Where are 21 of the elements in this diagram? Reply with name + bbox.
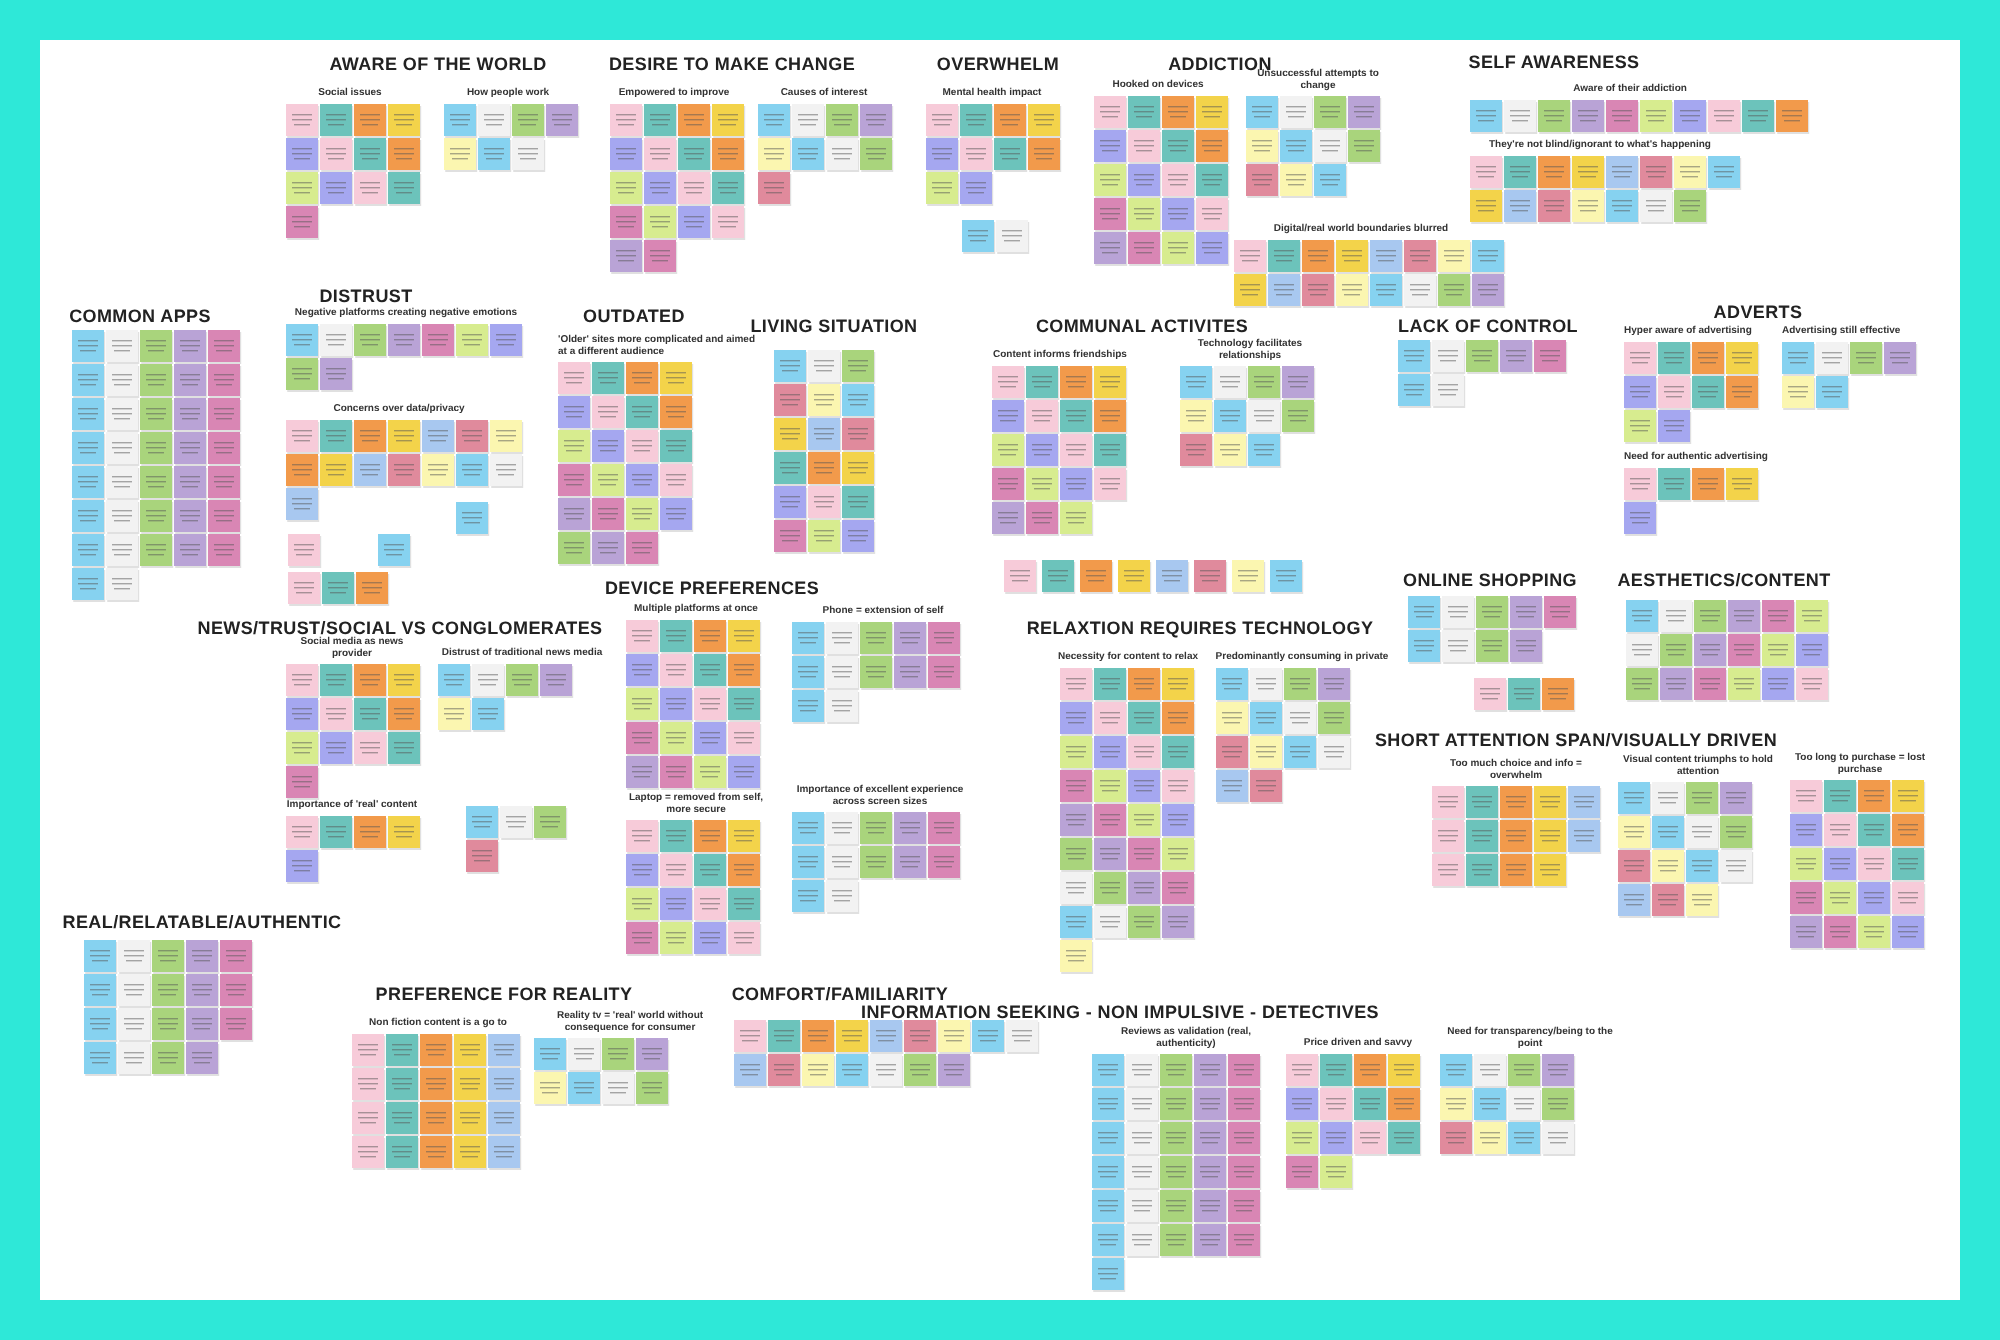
cluster-heading: ADVERTS (1713, 302, 1803, 322)
cluster-heading: COMMON APPS (69, 306, 211, 326)
cluster-heading: AESTHETICS/CONTENT (1617, 570, 1831, 590)
cluster-heading: AWARE OF THE WORLD (329, 54, 547, 74)
cluster-heading: DESIRE TO MAKE CHANGE (608, 54, 856, 74)
cluster-heading: COMMUNAL ACTIVITES (1035, 316, 1249, 336)
cluster-heading: SELF AWARENESS (1468, 52, 1640, 72)
cluster-heading: DISTRUST (319, 286, 413, 306)
cluster-heading: SHORT ATTENTION SPAN/VISUALLY DRIVEN (1374, 730, 1778, 750)
cluster-heading: LIVING SITUATION (750, 316, 918, 336)
cluster-heading: OVERWHELM (936, 54, 1060, 74)
cluster-heading: LACK OF CONTROL (1398, 316, 1578, 336)
cluster-heading: REAL/RELATABLE/AUTHENTIC (62, 912, 342, 932)
cluster-heading: RELAXTION REQUIRES TECHNOLOGY (1026, 618, 1374, 638)
cluster-heading: PREFERENCE FOR REALITY (375, 984, 633, 1004)
cluster-heading: ONLINE SHOPPING (1403, 570, 1577, 590)
cluster-heading: COMFORT/FAMILIARITY (731, 984, 949, 1004)
cluster-heading: INFORMATION SEEKING - NON IMPULSIVE - DETECTIVES (861, 1002, 1379, 1022)
cluster-heading: NEWS/TRUST/SOCIAL VS CONGLOMERATES (197, 618, 603, 638)
cluster-heading: OUTDATED (583, 306, 685, 326)
cluster-heading: DEVICE PREFERENCES (604, 578, 820, 598)
